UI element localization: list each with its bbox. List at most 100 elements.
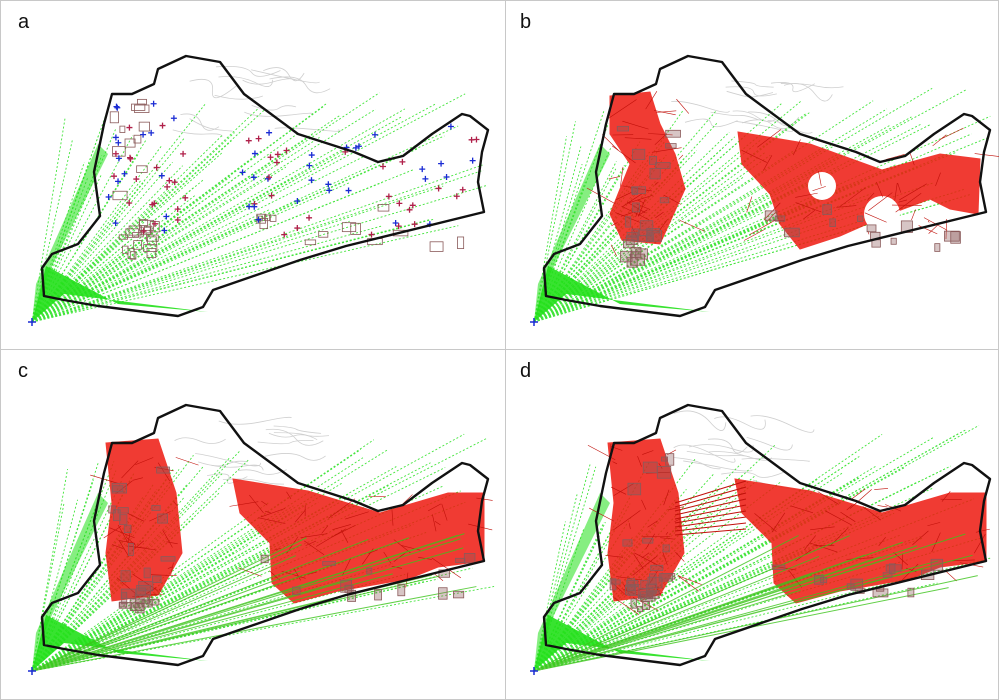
building [117, 507, 129, 514]
bridge-link [674, 492, 747, 512]
contour-line [237, 469, 287, 475]
red-link [898, 199, 908, 203]
red-link [121, 460, 139, 479]
node-marker [250, 174, 257, 181]
red-link [909, 152, 915, 166]
green-ray [31, 92, 380, 323]
red-link [391, 507, 394, 526]
red-link [840, 511, 856, 522]
red-link [676, 98, 690, 114]
red-link [678, 154, 684, 160]
node-marker [174, 206, 181, 213]
bridge-link [674, 516, 747, 528]
contour-line [673, 457, 721, 470]
building [620, 250, 633, 263]
red-link [846, 557, 874, 560]
green-overlay-ray [31, 544, 302, 672]
green-ray [533, 123, 923, 323]
green-ray [533, 182, 657, 323]
red-link [162, 530, 173, 548]
green-ray [31, 108, 405, 323]
red-link [117, 524, 129, 544]
building [455, 557, 466, 563]
red-link [893, 552, 909, 566]
contour-line [708, 438, 748, 454]
green-overlay-ray [31, 573, 393, 672]
red-link [391, 566, 403, 569]
red-link [166, 541, 178, 545]
building-footprints [609, 453, 944, 613]
red-link [679, 219, 705, 232]
panel-d-map [530, 403, 992, 675]
green-ray [533, 209, 768, 323]
building [636, 605, 643, 613]
red-link [750, 219, 777, 235]
red-link [103, 526, 122, 539]
red-link [895, 193, 922, 213]
node-marker [115, 155, 122, 162]
green-ray [533, 189, 964, 323]
building [143, 244, 158, 252]
building [152, 575, 162, 583]
contour-line [710, 111, 759, 121]
contour-line [688, 444, 754, 453]
red-link [637, 209, 648, 216]
contour-line [684, 118, 738, 128]
green-ray [31, 462, 431, 672]
building [340, 579, 352, 593]
red-link [810, 526, 835, 531]
red-link-regions [90, 438, 493, 604]
green-ray [533, 164, 583, 323]
green-wedge-left [534, 144, 610, 322]
red-link [763, 202, 781, 221]
building [123, 524, 132, 534]
red-link [836, 205, 857, 208]
node-marker [326, 187, 333, 194]
building [661, 456, 668, 462]
building [647, 576, 663, 589]
red-link [175, 457, 199, 466]
building [665, 453, 675, 466]
red-link [613, 483, 634, 496]
building [259, 218, 268, 230]
red-link [341, 557, 352, 576]
building [771, 564, 786, 570]
contour-line [750, 415, 815, 433]
area-boundary [40, 403, 490, 667]
node-marker [140, 131, 147, 138]
green-ray [533, 87, 933, 323]
building [626, 580, 639, 588]
node-marker [411, 221, 418, 228]
red-link [611, 222, 618, 227]
node-marker [161, 227, 168, 234]
building [885, 564, 902, 572]
red-link [157, 462, 171, 482]
node-marker [246, 203, 253, 210]
contour-line [274, 127, 342, 132]
red-link [286, 491, 292, 500]
red-link [931, 532, 941, 553]
building [429, 241, 444, 252]
red-link [897, 182, 902, 193]
node-marker [306, 162, 313, 169]
building [637, 594, 653, 600]
node-marker [150, 100, 157, 107]
bridge-link [674, 480, 747, 504]
building [888, 563, 896, 575]
red-region-east [737, 131, 981, 250]
node-marker [170, 115, 177, 122]
red-link [118, 540, 136, 544]
green-ray [31, 459, 250, 672]
building [138, 121, 150, 132]
building [649, 167, 661, 180]
contour-line [686, 450, 751, 458]
green-ray [31, 485, 443, 672]
building [638, 588, 654, 599]
node-marker [180, 150, 187, 157]
node-marker [113, 103, 120, 110]
red-link [945, 570, 957, 582]
red-link [628, 523, 631, 530]
green-overlay-ray [533, 560, 939, 672]
building [151, 505, 161, 511]
building [649, 573, 657, 585]
